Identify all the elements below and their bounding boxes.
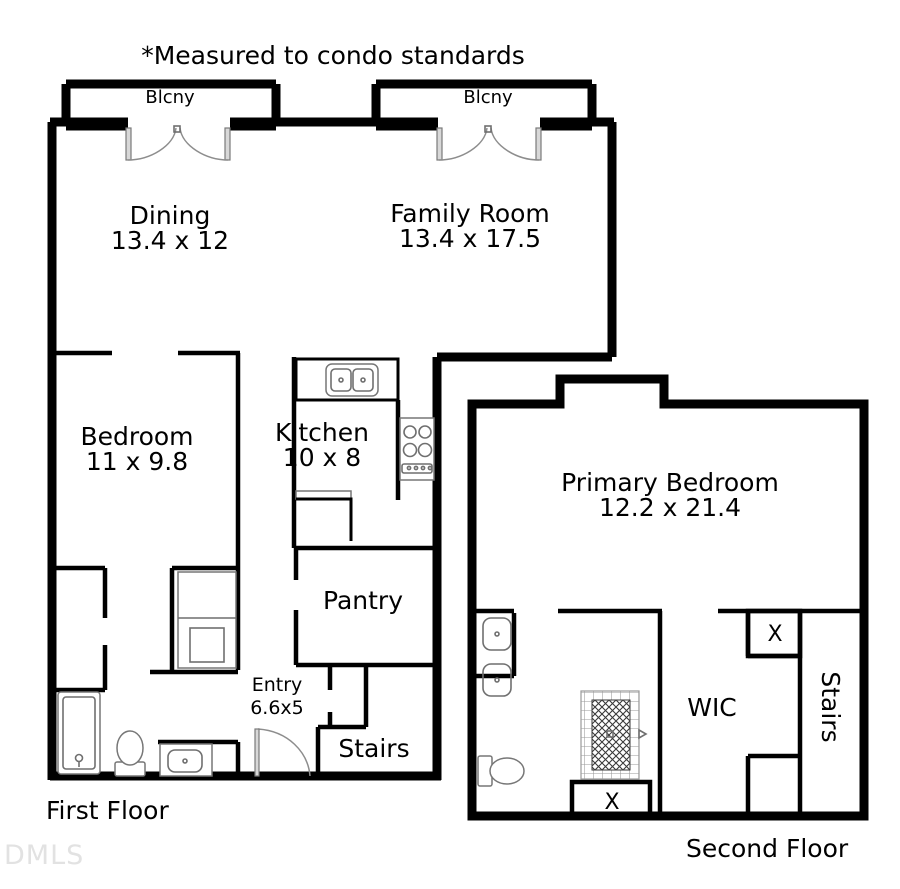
toilet-second-floor <box>477 755 525 787</box>
room-label-bedroom: Bedroom <box>80 422 193 451</box>
room-label-dining: Dining <box>130 201 211 230</box>
room-label-pantry: Pantry <box>323 586 403 615</box>
kitchen-counter-top <box>294 357 400 402</box>
room-label-wic: WIC <box>687 693 737 722</box>
balcony-left-outline <box>61 79 281 131</box>
washer-dryer-stack <box>177 571 237 669</box>
kitchen-range <box>399 417 435 481</box>
room-label-stairs-first: Stairs <box>338 734 409 763</box>
balcony-right-outline <box>371 79 597 131</box>
room-dim-bedroom: 11 x 9.8 <box>86 447 188 476</box>
room-dim-kitchen: 10 x 8 <box>283 443 361 472</box>
watermark-dmls: DMLS <box>4 840 84 871</box>
tiled-shower <box>580 690 648 780</box>
marker-x-shower: X <box>569 779 653 819</box>
room-label-balcony-left: Blcny <box>145 87 195 108</box>
first-floor-interior-walls <box>54 350 437 776</box>
room-dim-dining: 13.4 x 12 <box>111 226 229 255</box>
room-label-family-room: Family Room <box>390 199 550 228</box>
first-floor-room-labels: Dining 13.4 x 12 Family Room 13.4 x 17.5… <box>80 199 549 763</box>
vanity-sink <box>159 743 213 777</box>
first-floor-plan: Blcny Blcny <box>46 79 617 825</box>
kitchen-counter-lower <box>295 490 353 541</box>
room-label-entry: Entry <box>252 674 303 696</box>
balcony-french-door-right[interactable] <box>436 125 542 161</box>
marker-x-stairs: X <box>745 608 803 659</box>
toilet <box>114 730 146 777</box>
room-dim-family-room: 13.4 x 17.5 <box>399 224 541 253</box>
bathtub <box>57 691 101 775</box>
second-floor-plan: X X Primary Bedroom 12.2 x 21.4 WIC Stai… <box>467 374 869 863</box>
second-floor-interior-walls <box>474 608 864 816</box>
room-label-primary-bedroom: Primary Bedroom <box>561 468 779 497</box>
condo-standards-note: *Measured to condo standards <box>141 41 525 70</box>
floor-label-second: Second Floor <box>686 834 849 863</box>
kitchen-sink-double <box>325 363 379 397</box>
floor-label-first: First Floor <box>46 796 169 825</box>
room-label-balcony-right: Blcny <box>463 87 513 108</box>
marker-label-x-shower: X <box>604 790 619 815</box>
room-label-kitchen: Kitchen <box>275 418 369 447</box>
balcony-french-door-left[interactable] <box>125 125 231 161</box>
marker-label-x-stairs: X <box>767 622 782 647</box>
entry-door[interactable] <box>254 728 311 777</box>
vanity-sink-upper <box>482 617 512 651</box>
vanity-sink-lower <box>482 663 512 697</box>
room-label-stairs-second: Stairs <box>816 671 845 742</box>
second-floor-room-labels: Primary Bedroom 12.2 x 21.4 WIC Stairs <box>561 468 845 743</box>
room-dim-primary-bedroom: 12.2 x 21.4 <box>599 493 741 522</box>
room-dim-entry: 6.6x5 <box>250 697 304 719</box>
second-floor-exterior-walls <box>467 374 869 821</box>
